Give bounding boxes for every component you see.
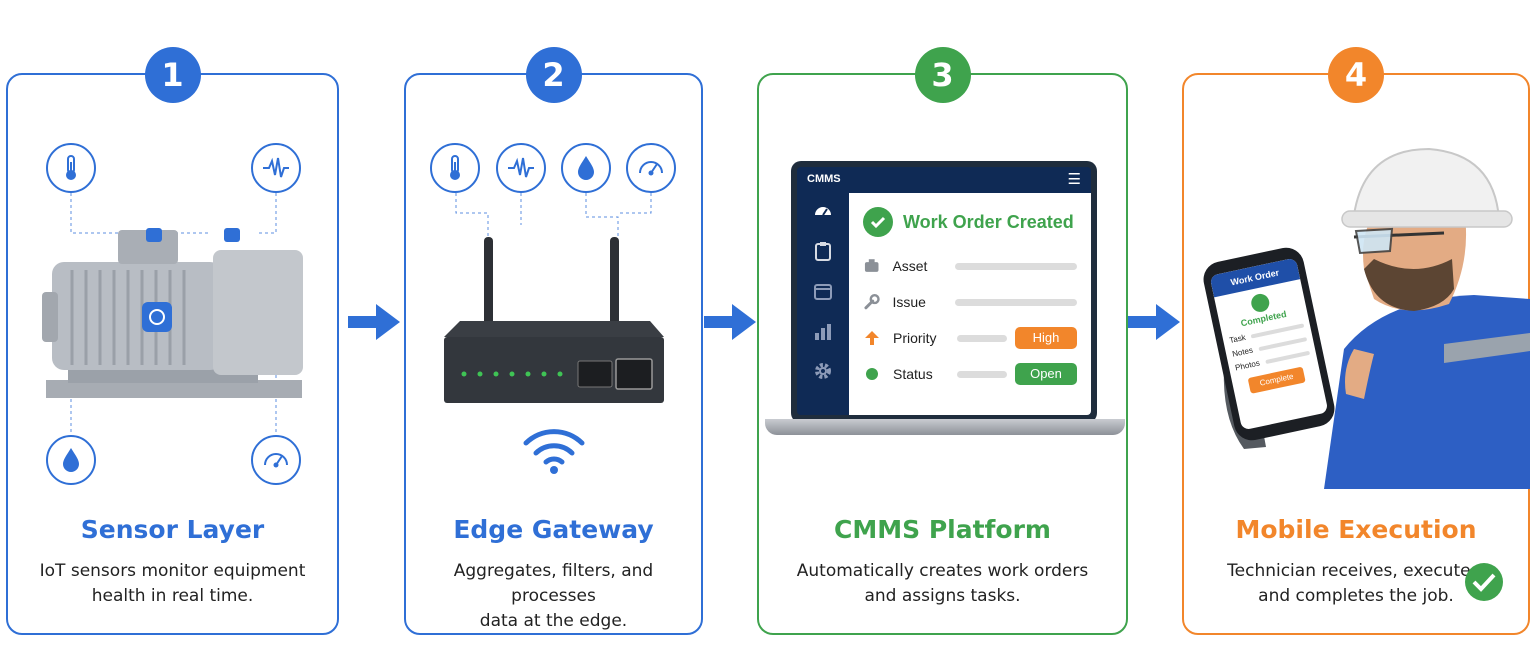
pressure-gauge-icon	[626, 143, 676, 193]
step-description: Aggregates, filters, and processes data …	[416, 559, 691, 634]
description-line: data at the edge.	[479, 611, 628, 631]
description-line: Technician receives, executes,	[1227, 561, 1485, 581]
field-value-placeholder	[957, 334, 1007, 342]
industrial-motor-pump-image	[42, 228, 303, 398]
asset-icon	[864, 259, 879, 272]
step-title: Edge Gateway	[453, 515, 654, 544]
description-line: health in real time.	[91, 586, 254, 606]
vibration-icon	[251, 143, 301, 193]
step-number-badge: 1	[144, 47, 201, 103]
step-card-cmms-platform: 3 CMMS ☰ Work Order Created	[757, 47, 1128, 635]
check-circle-icon	[1249, 292, 1271, 314]
field-label: Issue	[892, 294, 926, 310]
field-label: Priority	[893, 330, 937, 346]
edge-router-image	[444, 237, 664, 403]
step-description: Technician receives, executes, and compl…	[1194, 559, 1518, 609]
check-circle-icon	[863, 207, 893, 237]
flow-arrow-right-icon	[1128, 304, 1180, 340]
field-value-placeholder	[954, 298, 1077, 306]
completed-check-badge-icon	[1465, 563, 1503, 601]
step-card-edge-gateway: 2 Edge Gateway Aggregates, fil	[404, 47, 703, 635]
field-label: Asset	[892, 258, 928, 274]
laptop-base	[765, 419, 1125, 435]
dashboard-icon[interactable]	[813, 201, 833, 221]
arrow-up-icon	[865, 331, 879, 345]
field-value-placeholder	[957, 370, 1007, 378]
laptop-screen: CMMS ☰ Work Order Created	[791, 161, 1097, 423]
vibration-icon	[496, 143, 546, 193]
gateway-connector-lines	[455, 193, 652, 245]
step-card-mobile-execution: 4 Work Order Completed Task Notes Photos…	[1182, 47, 1530, 635]
step-title: Mobile Execution	[1235, 515, 1477, 544]
priority-badge: High	[1015, 327, 1077, 349]
description-line: Aggregates, filters, and processes	[453, 561, 654, 606]
mobile-row-label: Photos	[1234, 358, 1261, 373]
field-row-priority: Priority High	[863, 327, 1077, 349]
step-title: Sensor Layer	[80, 515, 265, 544]
wrench-icon	[864, 294, 880, 310]
mobile-row-label: Task	[1228, 332, 1247, 346]
thermometer-icon	[46, 143, 96, 193]
clipboard-icon[interactable]	[813, 241, 833, 261]
complete-button[interactable]: Complete	[1247, 366, 1306, 394]
cmms-sidebar	[797, 191, 849, 415]
gear-icon[interactable]	[813, 361, 833, 381]
calendar-icon[interactable]	[813, 281, 833, 301]
field-row-asset: Asset	[863, 255, 1077, 277]
thermometer-icon	[430, 143, 480, 193]
step-description: Automatically creates work orders and as…	[769, 559, 1116, 609]
water-drop-icon	[46, 435, 96, 485]
work-order-title: Work Order Created	[903, 211, 1074, 232]
field-value-placeholder	[954, 262, 1077, 270]
water-drop-icon	[561, 143, 611, 193]
step-card-sensor-layer: 1 Sensor Layer IoT sensor	[6, 47, 339, 635]
mobile-header: Work Order	[1209, 257, 1301, 298]
flow-arrow-right-icon	[348, 304, 400, 340]
step-number-badge: 4	[1328, 47, 1384, 103]
field-label: Status	[893, 366, 933, 382]
description-line: IoT sensors monitor equipment	[39, 561, 306, 581]
step-number-badge: 3	[914, 47, 971, 103]
step-description: IoT sensors monitor equipment health in …	[18, 559, 327, 609]
field-row-issue: Issue	[863, 291, 1077, 313]
description-line: Automatically creates work orders	[796, 561, 1089, 581]
step-title: CMMS Platform	[834, 515, 1051, 544]
cmms-app-window: CMMS ☰ Work Order Created	[797, 167, 1091, 415]
hamburger-icon[interactable]: ☰	[1067, 171, 1081, 188]
description-line: and completes the job.	[1258, 586, 1454, 606]
description-line: and assigns tasks.	[864, 586, 1021, 606]
wifi-icon	[523, 429, 585, 474]
cmms-topbar: CMMS ☰	[797, 167, 1091, 191]
step-number-badge: 2	[525, 47, 582, 103]
technician-illustration	[1223, 147, 1530, 489]
cmms-app-name: CMMS	[807, 173, 841, 185]
status-dot-icon	[866, 368, 878, 380]
status-badge: Open	[1015, 363, 1077, 385]
pressure-gauge-icon	[251, 435, 301, 485]
bar-chart-icon[interactable]	[813, 321, 833, 341]
mobile-row-label: Notes	[1231, 345, 1254, 359]
work-order-header: Work Order Created	[863, 207, 1074, 237]
work-order-panel: Work Order Created Asset Issue Priority	[849, 193, 1091, 415]
flow-arrow-right-icon	[704, 304, 756, 340]
field-row-status: Status Open	[863, 363, 1077, 385]
